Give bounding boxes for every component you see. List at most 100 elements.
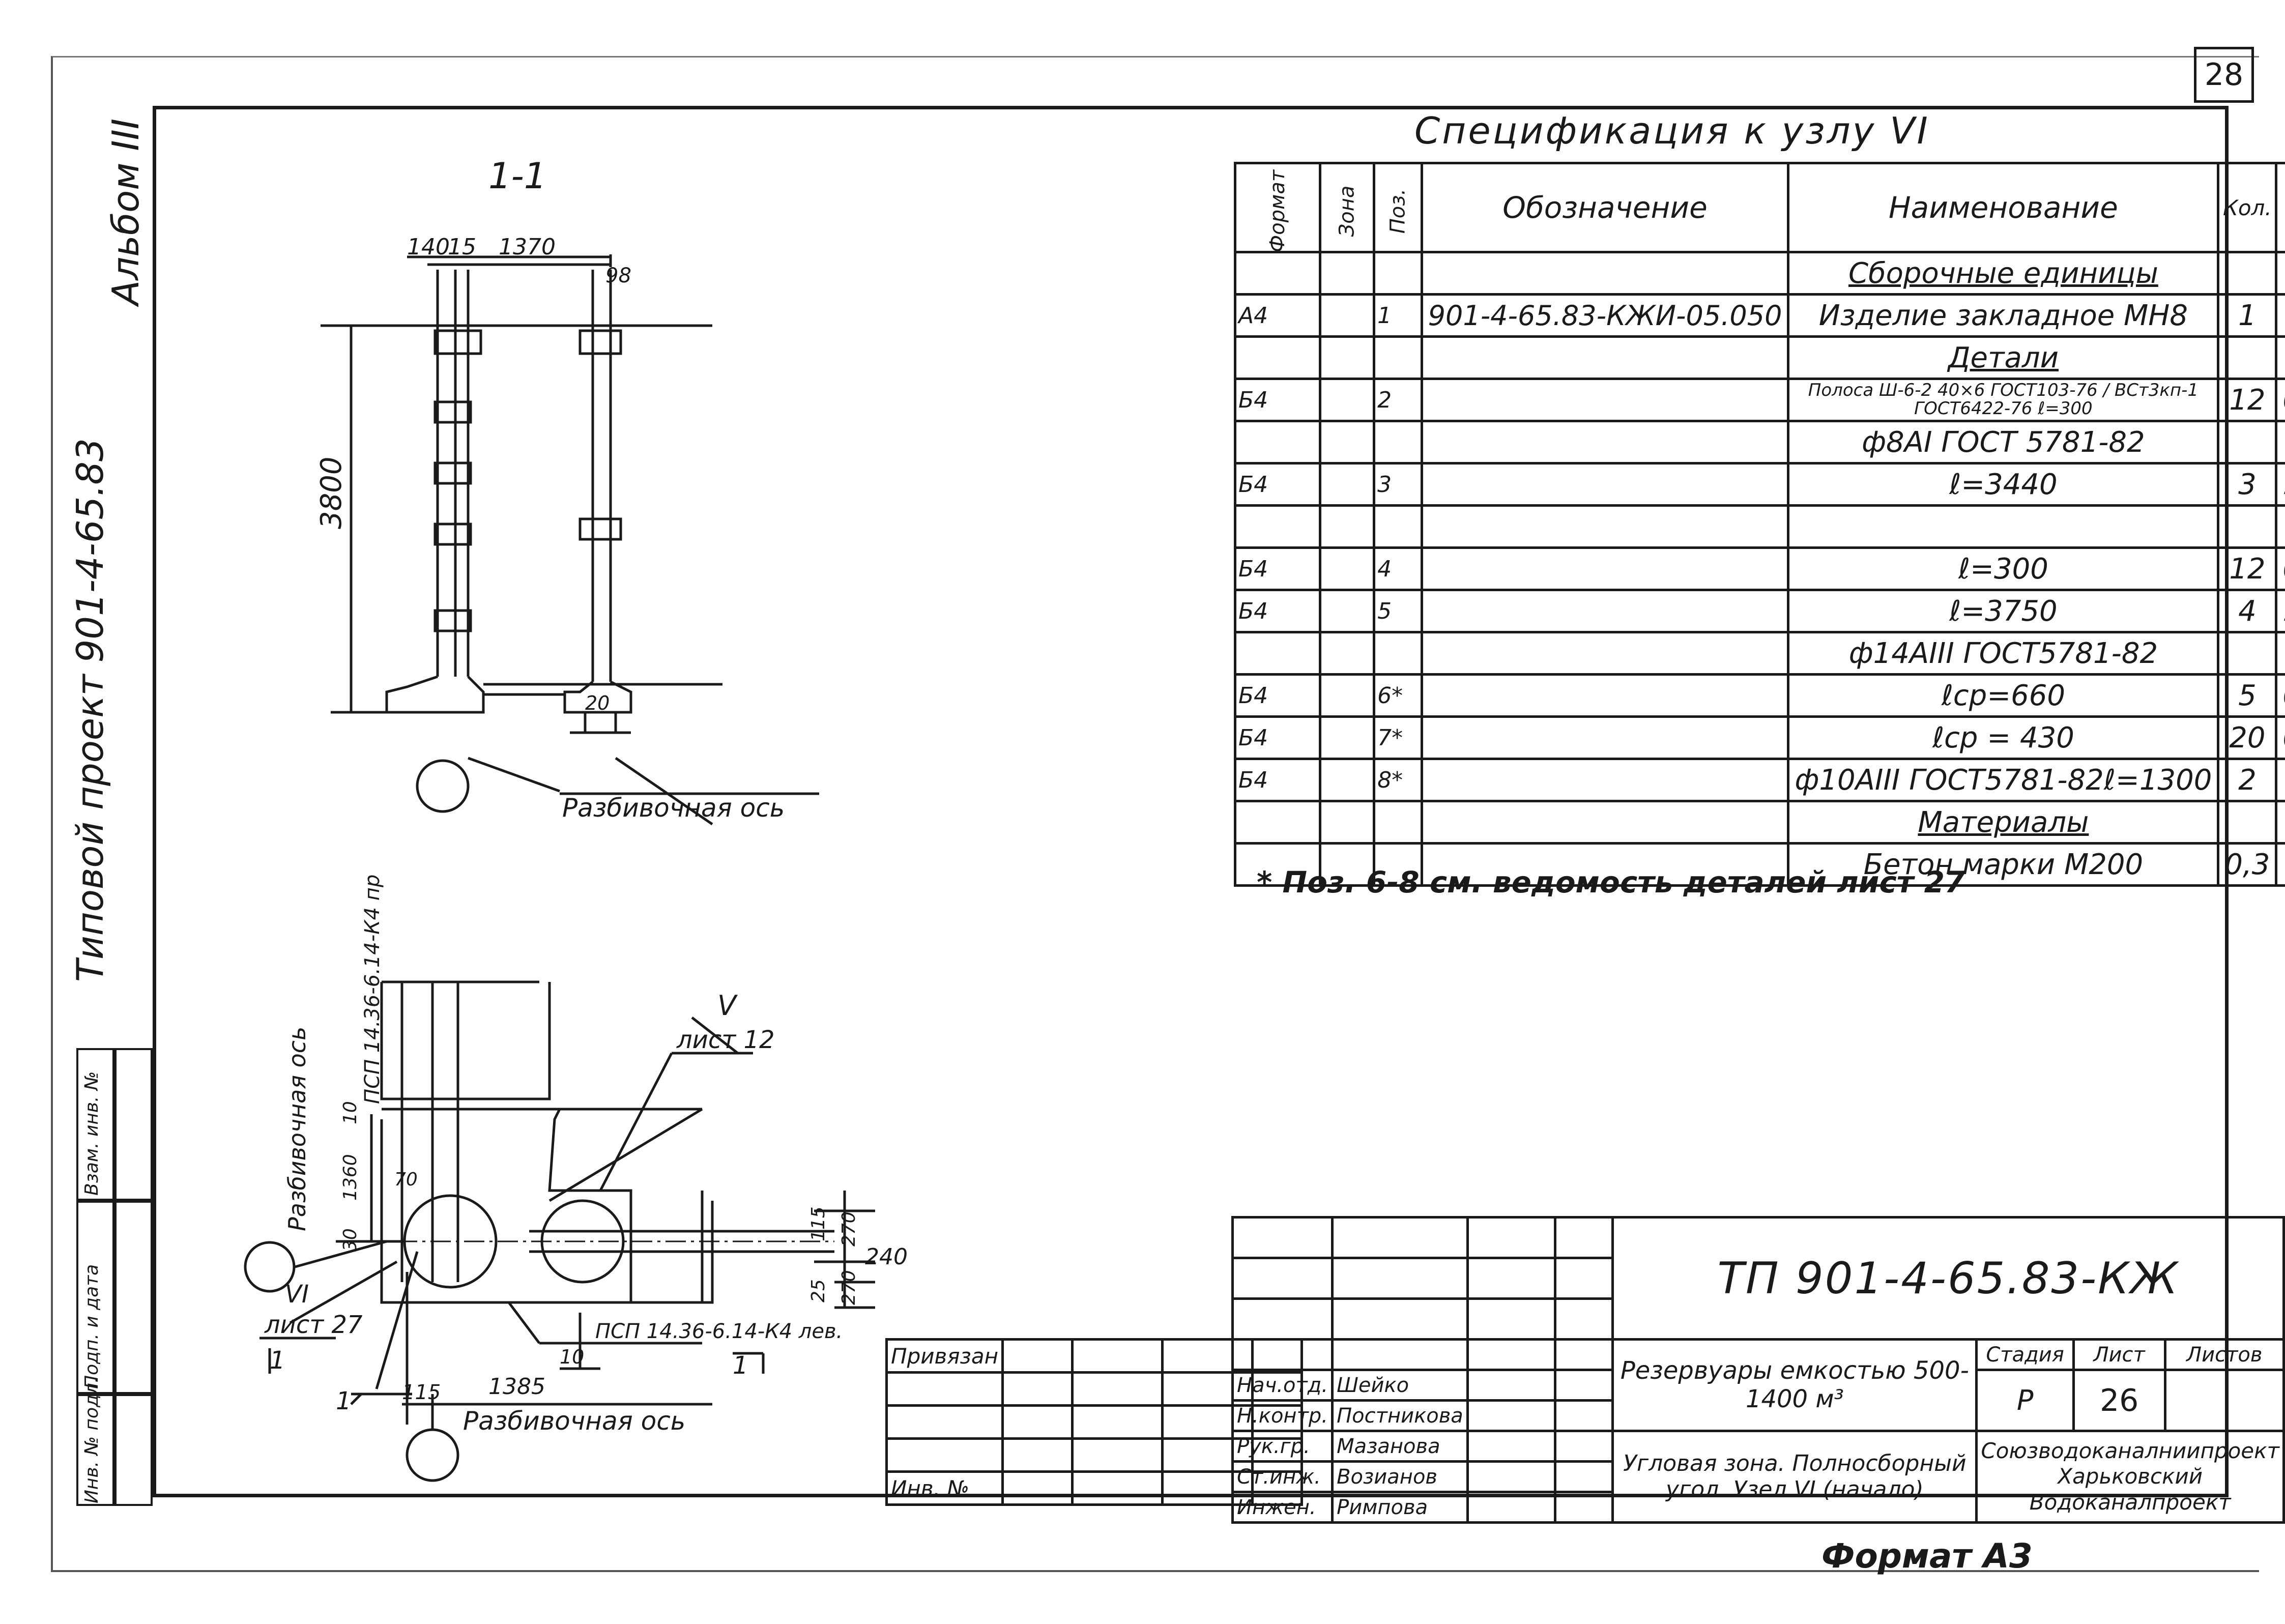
spec-pos: 1: [1373, 293, 1423, 338]
spec-format: Б4: [1233, 715, 1322, 760]
dim-115b: 115: [402, 1381, 441, 1404]
section-mark-right: 1: [733, 1351, 748, 1380]
node-ref-v: V: [717, 990, 738, 1022]
spec-zone: [1319, 420, 1376, 465]
spec-format: Б4: [1233, 673, 1322, 718]
attached-label: Привязан: [885, 1338, 1004, 1374]
spec-footnote: * Поз. 6-8 см. ведомость деталей лист 27: [1257, 865, 1965, 900]
name-2: Мазанова: [1331, 1430, 1469, 1463]
spec-zone: [1319, 800, 1376, 845]
spec-row: Детали: [1233, 335, 2285, 380]
spec-qty: 0,3: [2217, 842, 2278, 887]
spec-name: Изделие закладное МН8: [1787, 293, 2220, 338]
spec-qty: [2217, 420, 2278, 465]
stage-label: Стадия: [1975, 1338, 2075, 1371]
spec-zone: [1319, 293, 1376, 338]
spec-zone: [1319, 673, 1376, 718]
spec-pos: [1373, 504, 1423, 549]
sheet-ref-27: лист 27: [264, 1311, 363, 1339]
spec-designation: [1420, 800, 1790, 845]
axis-bubble-left: [244, 1241, 296, 1293]
spec-designation: [1420, 673, 1790, 718]
spec-note: 1,36кг: [2275, 462, 2285, 507]
spec-zone: [1319, 504, 1376, 549]
spec-format: [1233, 631, 1322, 676]
spec-designation: [1420, 758, 1790, 802]
spec-qty: 20: [2217, 715, 2278, 760]
spec-qty: [2217, 504, 2278, 549]
sheet-ref-12: лист 12: [676, 1026, 775, 1054]
name-4: Римпова: [1331, 1491, 1469, 1524]
col-name: Наименование: [1787, 162, 2220, 253]
spec-note: [2275, 293, 2285, 338]
spec-pos: 4: [1373, 546, 1423, 591]
axis-label-section: Разбивочная ось: [562, 793, 785, 823]
axis-bubble: [416, 759, 470, 813]
spec-note: [2275, 420, 2285, 465]
drawing-title: Угловая зона. Полносборный угол. Узел VI…: [1611, 1430, 1978, 1524]
format-label: Формат А3: [1821, 1536, 2033, 1576]
col-format: Формат: [1233, 162, 1322, 253]
spec-designation: [1420, 842, 1790, 887]
panel-top-label: ПСП 14.36-6.14-К4 пр: [361, 875, 384, 1104]
spec-qty: 3: [2217, 462, 2278, 507]
axis-label-plan-vertical: Разбивочная ось: [283, 1027, 311, 1231]
role-1: Н.контр.: [1231, 1399, 1334, 1432]
inv-orig-label: Инв. № подл.: [81, 1377, 102, 1503]
dim-1385: 1385: [488, 1374, 545, 1400]
object-name: Резервуары емкостью 500-1400 м³: [1611, 1338, 1978, 1432]
spec-row: Б47*ℓср = 430200,52кг: [1233, 715, 2285, 760]
spec-note: [2275, 631, 2285, 676]
spec-table: Формат Зона Поз. Обозначение Наименовани…: [1233, 162, 2285, 887]
spec-name: ℓ=300: [1787, 546, 2220, 591]
approval-strip: Взам. инв. № Подп. и дата Инв. № подл.: [76, 1048, 153, 1506]
spec-zone: [1319, 842, 1376, 887]
dim-20: 20: [585, 692, 610, 714]
spec-format: [1233, 504, 1322, 549]
spec-pos: [1373, 335, 1423, 380]
panel-corner: [382, 1108, 714, 1304]
col-designation: Обозначение: [1420, 162, 1790, 253]
axis-bubble-bottom: [406, 1428, 459, 1482]
spec-name: Материалы: [1787, 800, 2220, 845]
dim-270a: 270: [838, 1211, 859, 1246]
name-1: Постникова: [1331, 1399, 1469, 1432]
spec-name: ℓ=3440: [1787, 462, 2220, 507]
spec-qty: 2: [2217, 758, 2278, 802]
spec-pos: 2: [1373, 378, 1423, 422]
spec-zone: [1319, 335, 1376, 380]
axis-label-plan: Разбивочная ось: [463, 1406, 685, 1436]
spec-pos: [1373, 800, 1423, 845]
spec-note: [2275, 251, 2285, 296]
dim-10a: 10: [340, 1101, 361, 1124]
spec-format: [1233, 800, 1322, 845]
spec-format: Б4: [1233, 378, 1322, 422]
sheet-number: 28: [2194, 47, 2254, 103]
sheets-value: [2163, 1369, 2285, 1432]
spec-note: м³: [2275, 842, 2285, 887]
spec-pos: 7*: [1373, 715, 1423, 760]
spec-note: 0,52кг: [2275, 715, 2285, 760]
spec-format: [1233, 335, 1322, 380]
spec-pos: [1373, 251, 1423, 296]
spec-note: [2275, 800, 2285, 845]
spec-qty: 5: [2217, 673, 2278, 718]
foundation-left: [385, 675, 485, 714]
dim-270b: 270: [838, 1270, 859, 1305]
section-mark-axis: 1: [336, 1387, 352, 1415]
spec-name: ф14АIII ГОСТ5781-82: [1787, 631, 2220, 676]
sign-date-label: Подп. и дата: [81, 1264, 102, 1389]
dim-70: 70: [394, 1169, 418, 1190]
spec-row: Сборочные единицы: [1233, 251, 2285, 296]
role-2: Рук.гр.: [1231, 1430, 1334, 1463]
spec-note: 0,80кг: [2275, 673, 2285, 718]
spec-qty: [2217, 335, 2278, 380]
spec-qty: [2217, 251, 2278, 296]
dim-98: 98: [605, 264, 631, 287]
embedded-plate: [433, 329, 482, 355]
spec-designation: [1420, 546, 1790, 591]
